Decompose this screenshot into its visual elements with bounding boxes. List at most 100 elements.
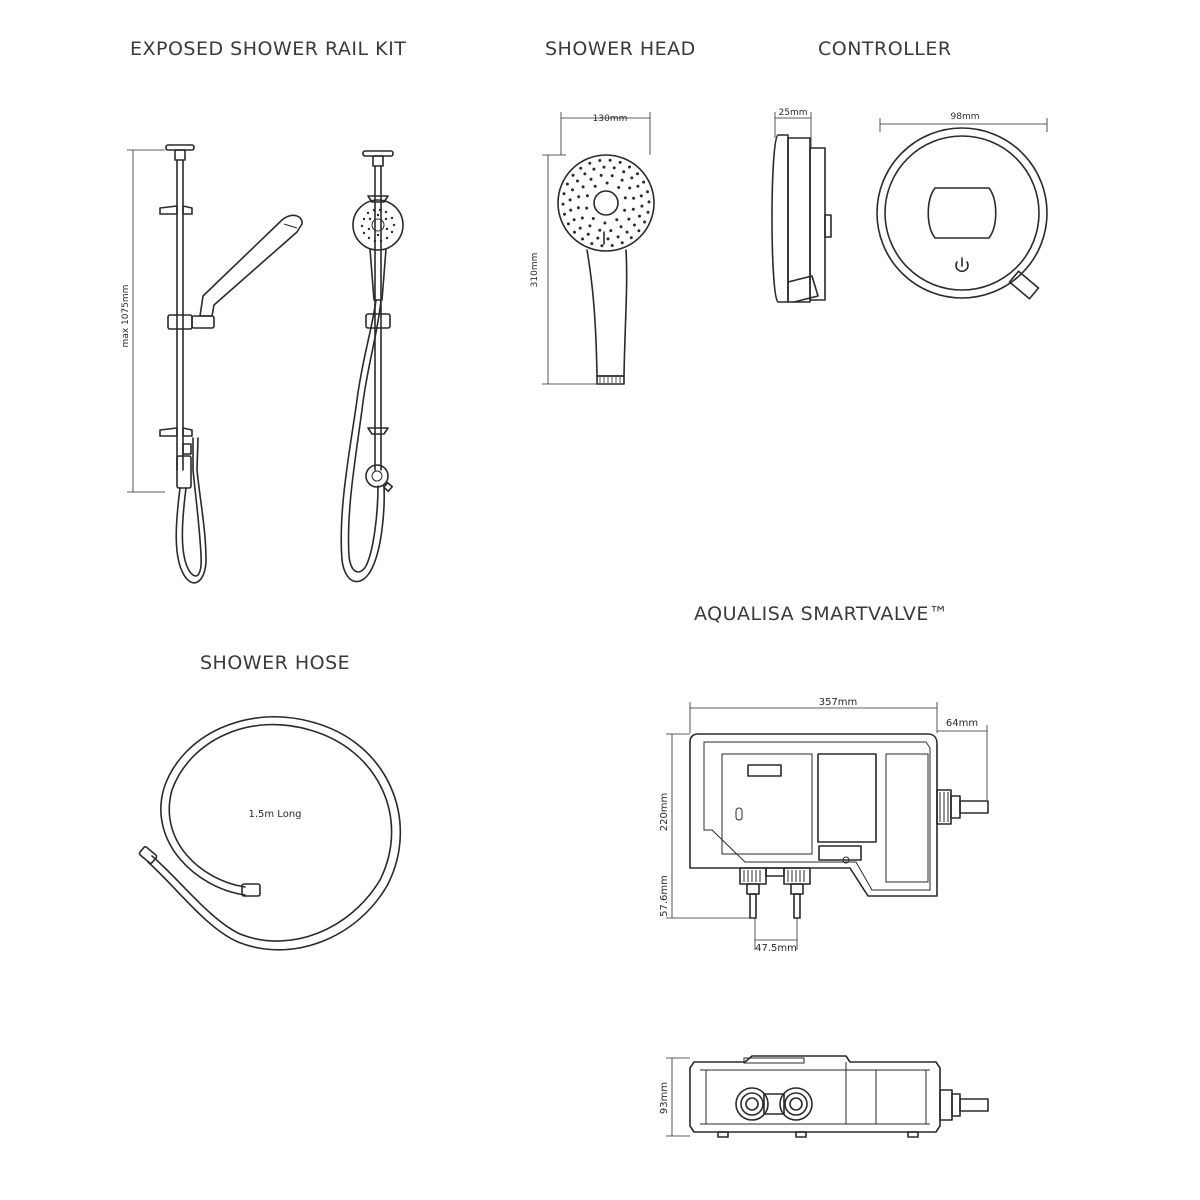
nozzle-dot	[581, 185, 585, 189]
nozzle-dot	[631, 207, 635, 211]
nozzle-dot	[585, 194, 589, 198]
rail-kit-side-view: max 1075mm	[121, 144, 303, 584]
nozzle-dot	[639, 194, 643, 198]
nozzle-dot	[617, 186, 621, 189]
controller-side-view: 25mm	[771, 108, 832, 303]
nozzle-dot	[605, 181, 609, 185]
shower-head-title: SHOWER HEAD	[545, 38, 696, 60]
nozzle-dot	[590, 242, 594, 246]
valve-outlet-dim: 64mm	[946, 718, 978, 729]
nozzle-dot	[583, 172, 587, 176]
nozzle-dot	[588, 161, 592, 165]
nozzle-dot	[608, 158, 612, 162]
nozzle-dot	[569, 208, 573, 212]
valve-height-dim: 220mm	[659, 793, 670, 832]
nozzle-dot	[600, 244, 604, 248]
nozzle-dot	[609, 229, 613, 233]
nozzle-dot	[640, 204, 644, 208]
nozzle-dot	[598, 228, 602, 232]
nozzle-dot	[593, 184, 597, 188]
nozzle-dot	[598, 159, 602, 162]
nozzle-dot	[568, 198, 572, 202]
nozzle-dot	[589, 177, 593, 181]
nozzle-dot	[610, 244, 614, 247]
nozzle-dot	[623, 208, 627, 212]
nozzle-dot	[636, 172, 639, 176]
controller-diameter-dim: 98mm	[951, 112, 980, 122]
head-nozzles	[561, 158, 651, 248]
nozzle-dot	[581, 237, 584, 241]
shower-head-drawing: 130mm 310mm	[530, 112, 655, 385]
valve-inlet-spacing-dim: 47.5mm	[755, 943, 797, 954]
nozzle-dot	[580, 216, 584, 220]
nozzle-dot	[562, 192, 566, 196]
nozzle-dot	[616, 235, 620, 239]
nozzle-dot	[623, 196, 627, 200]
valve-inlets	[739, 867, 811, 919]
nozzle-dot	[602, 165, 606, 169]
smartvalve-title: AQUALISA SMARTVALVE™	[694, 603, 949, 625]
nozzle-dot	[573, 230, 576, 234]
nozzle-dot	[627, 217, 631, 221]
nozzle-dot	[566, 222, 570, 226]
nozzle-dot	[571, 188, 574, 192]
nozzle-dot	[628, 165, 631, 169]
nozzle-dot	[565, 182, 569, 186]
nozzle-dot	[579, 166, 583, 170]
nozzle-dot	[578, 226, 582, 230]
nozzle-dot	[628, 186, 632, 190]
nozzle-dot	[606, 237, 610, 241]
nozzle-dot	[647, 200, 651, 204]
nozzle-dot	[592, 167, 596, 171]
nozzle-dot	[615, 218, 619, 222]
nozzle-dot	[643, 220, 647, 224]
nozzle-dot	[637, 229, 641, 233]
nozzle-dot	[620, 178, 624, 182]
nozzle-dot	[638, 214, 641, 218]
nozzle-dot	[636, 184, 640, 188]
nozzle-dot	[596, 236, 600, 240]
nozzle-dot	[603, 221, 607, 225]
rail-kit-title: EXPOSED SHOWER RAIL KIT	[130, 38, 407, 60]
smartvalve-bottom-view: 93mm	[659, 1055, 989, 1138]
rail-kit-front-view	[340, 150, 404, 583]
controller-front-view: 98mm	[876, 112, 1048, 300]
valve-depth-dim: 93mm	[659, 1082, 670, 1114]
nozzle-dot	[599, 173, 603, 177]
nozzle-dot	[625, 230, 629, 234]
smartvalve-front-view: 357mm 64mm 220mm 57.6mm 47.5mm	[659, 697, 989, 954]
nozzle-dot	[576, 179, 579, 183]
rail-height-dim: max 1075mm	[121, 285, 131, 348]
nozzle-dot	[630, 176, 634, 180]
hose-drawing: 1.5m Long	[138, 716, 402, 951]
nozzle-dot	[619, 225, 623, 229]
hose-title: SHOWER HOSE	[200, 652, 351, 674]
nozzle-dot	[633, 223, 636, 227]
nozzle-dot	[577, 195, 581, 199]
nozzle-dot	[563, 212, 566, 216]
nozzle-dot	[632, 196, 636, 200]
nozzle-dot	[572, 218, 576, 222]
head-height-dim: 310mm	[530, 253, 540, 288]
hose-length-label: 1.5m Long	[248, 809, 301, 820]
nozzle-dot	[576, 206, 580, 210]
nozzle-dot	[620, 241, 624, 245]
controller-depth-dim: 25mm	[779, 108, 808, 118]
nozzle-dot	[585, 206, 589, 210]
power-icon	[955, 257, 969, 273]
controller-title: CONTROLLER	[818, 38, 952, 60]
nozzle-dot	[561, 202, 565, 206]
nozzle-dot	[612, 166, 616, 170]
nozzle-dot	[622, 170, 626, 174]
nozzle-dot	[646, 190, 649, 194]
nozzle-dot	[586, 232, 590, 236]
nozzle-dot	[571, 173, 575, 177]
nozzle-dot	[618, 160, 622, 164]
valve-inlet-height-dim: 57.6mm	[659, 875, 670, 917]
rail-head-nozzles	[360, 208, 396, 243]
head-width-dim: 130mm	[593, 114, 628, 124]
nozzle-dot	[591, 217, 595, 220]
nozzle-dot	[588, 224, 592, 228]
nozzle-dot	[610, 174, 614, 178]
